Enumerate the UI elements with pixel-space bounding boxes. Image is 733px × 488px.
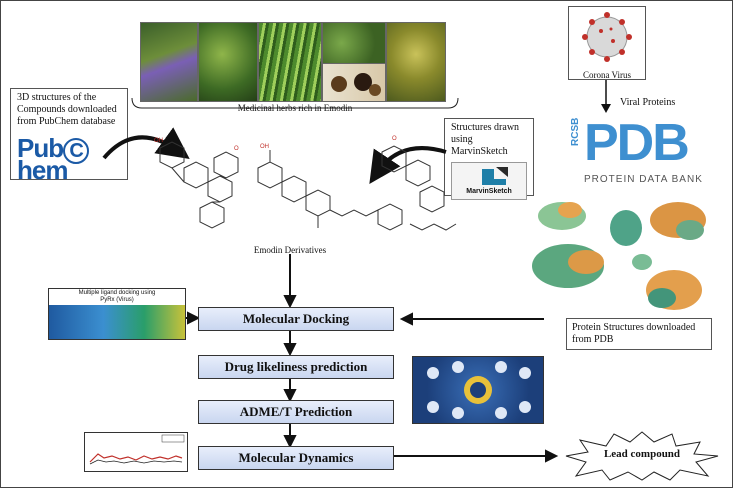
pubchem-logo-hem: hem xyxy=(17,155,68,185)
pubchem-logo-pub: Pub xyxy=(17,133,64,163)
step-adme-t: ADME/T Prediction xyxy=(198,400,394,424)
herb-photo-2 xyxy=(198,22,258,102)
svg-text:O: O xyxy=(234,146,239,152)
marvin-logo: MarvinSketch xyxy=(451,162,527,200)
emodin-caption: Emodin Derivatives xyxy=(253,245,327,255)
pdb-logo: RCSB PDB PROTEIN DATA BANK xyxy=(570,116,710,194)
pubchem-note-box: 3D structures of the Compounds downloade… xyxy=(10,88,128,183)
virus-box: Corona Virus xyxy=(568,6,646,80)
herb-photo-6 xyxy=(386,22,446,102)
protein-structures-image xyxy=(532,202,706,310)
pubchem-note-line-3: from PubChem database xyxy=(17,116,116,127)
protein-note-line-2: from PDB xyxy=(572,334,614,345)
marvin-logo-text: MarvinSketch xyxy=(466,188,512,195)
lead-compound-burst xyxy=(565,431,719,481)
corona-virus-image xyxy=(582,12,632,62)
viral-proteins-label: Viral Proteins xyxy=(620,97,676,108)
lead-compound-label: Lead compound xyxy=(603,448,681,460)
herb-photo-3 xyxy=(258,22,322,102)
herbs-bracket xyxy=(131,97,459,109)
docking-thumb-title-1: Multiple ligand docking using xyxy=(78,290,156,296)
dried-herb-pieces xyxy=(331,73,381,96)
step-molecular-docking: Molecular Docking xyxy=(198,307,394,331)
herb-photo-1 xyxy=(140,22,198,102)
pdb-sub-text: PROTEIN DATA BANK xyxy=(584,174,703,185)
pubchem-logo-c: C xyxy=(63,138,90,164)
marvin-logo-icon xyxy=(482,167,508,185)
pdb-big-text: PDB xyxy=(584,114,690,172)
drug-likeness-infographic xyxy=(412,356,544,424)
virus-caption: Corona Virus xyxy=(582,70,632,80)
md-plot-thumbnail xyxy=(84,432,188,472)
pubchem-note-line-2: Compounds downloaded xyxy=(17,104,117,115)
marvin-note-line-1: Structures drawn xyxy=(451,122,520,133)
svg-text:OH: OH xyxy=(260,144,269,150)
marvin-note-box: Structures drawn using MarvinSketch Marv… xyxy=(444,118,534,200)
virus-to-pdb-arrow xyxy=(601,80,611,113)
pubchem-note-line-1: 3D structures of the xyxy=(17,92,97,103)
docking-thumb-title: Multiple ligand docking using PyRx (Viru… xyxy=(49,289,185,305)
drug-likeness-icons xyxy=(427,361,531,419)
molecule-structures: OH O OH O xyxy=(154,136,457,231)
pubchem-curved-arrow xyxy=(102,127,190,160)
marvin-note-line-2: using MarvinSketch xyxy=(451,134,508,157)
herbs-photo-strip xyxy=(140,22,446,104)
protein-note-box: Protein Structures downloaded from PDB xyxy=(566,318,712,350)
docking-thumb-title-2: PyRx (Virus) xyxy=(100,297,134,303)
herb-photo-5 xyxy=(322,63,386,102)
marvin-curved-arrow xyxy=(369,146,447,184)
docking-thumbnail: Multiple ligand docking using PyRx (Viru… xyxy=(48,288,186,340)
protein-note-line-1: Protein Structures downloaded xyxy=(572,322,696,333)
svg-text:O: O xyxy=(392,136,397,142)
step-molecular-dynamics: Molecular Dynamics xyxy=(198,446,394,470)
herbs-caption: Medicinal herbs rich in Emodin xyxy=(237,103,353,113)
step-drug-likeliness: Drug likeliness prediction xyxy=(198,355,394,379)
svg-text:OH: OH xyxy=(154,138,163,144)
